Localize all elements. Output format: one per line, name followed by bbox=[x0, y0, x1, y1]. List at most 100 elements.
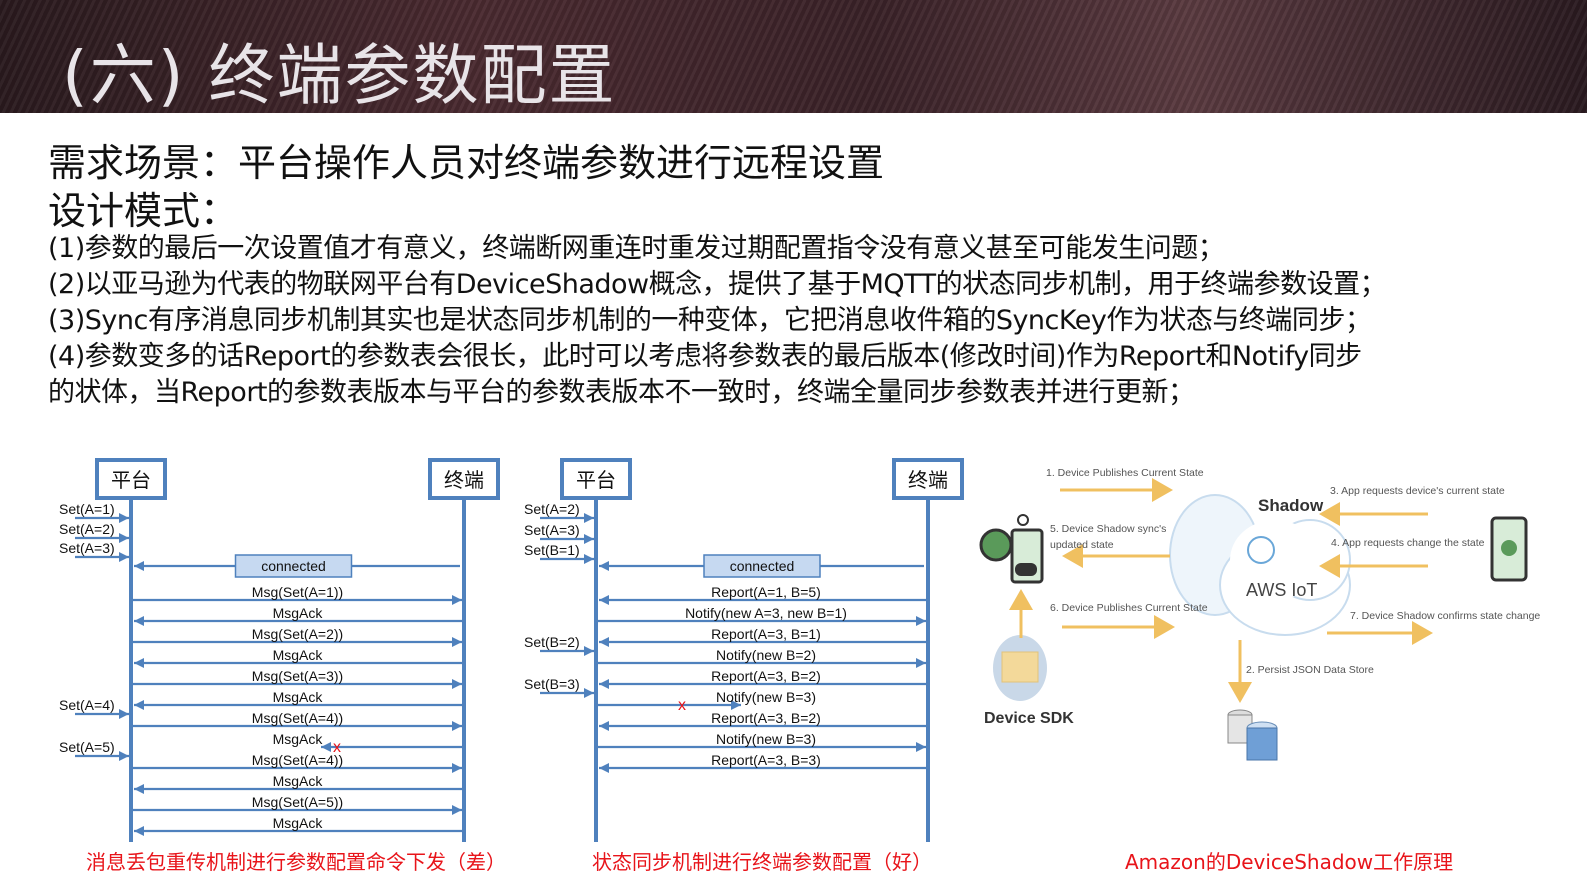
diagram2-message-arrow-head bbox=[916, 658, 926, 668]
diagram2-platform-box bbox=[560, 458, 632, 500]
diagram1-message-label: MsgAck bbox=[273, 689, 324, 705]
diagram1-connected-arrow-head bbox=[134, 561, 144, 571]
aws-step-2: 2. Persist JSON Data Store bbox=[1246, 664, 1374, 676]
diagram1-message-arrow-head bbox=[134, 826, 144, 836]
diagram2-message-label: Notify(new B=3) bbox=[716, 689, 816, 705]
heading-scenario: 需求场景：平台操作人员对终端参数进行远程设置 bbox=[48, 141, 885, 185]
diagram2-message-arrow-head bbox=[599, 679, 609, 689]
diagram1-platform-box bbox=[95, 458, 167, 500]
device-sdk-label: Device SDK bbox=[984, 710, 1074, 727]
device-icon bbox=[979, 514, 1044, 584]
diagram1-connected-label: connected bbox=[261, 558, 326, 574]
diagram2-set-arrow-head bbox=[584, 534, 594, 544]
diagram1-message-label: MsgAck bbox=[273, 815, 324, 831]
aws-step-5-cont: updated state bbox=[1050, 539, 1114, 551]
diagram1-message-arrow-head bbox=[452, 763, 462, 773]
aws-step-3: 3. App requests device's current state bbox=[1330, 485, 1505, 497]
diagram1-message-arrow-head bbox=[321, 742, 331, 752]
diagram1-set-label: Set(A=3) bbox=[59, 540, 115, 556]
diagram1-set-arrow-head bbox=[119, 552, 129, 562]
point-2: (2)以亚马逊为代表的物联网平台有DeviceShadow概念，提供了基于MQT… bbox=[48, 269, 1387, 300]
diagram2-set-label: Set(B=3) bbox=[524, 676, 580, 692]
diagram1-platform-label: 平台 bbox=[111, 468, 151, 492]
aws-caption: Amazon的DeviceShadow工作原理 bbox=[1125, 850, 1454, 874]
diagram1-set-label: Set(A=1) bbox=[59, 501, 115, 517]
diagram2-message-label: Report(A=1, B=5) bbox=[711, 584, 821, 600]
database-icon bbox=[1227, 709, 1278, 761]
diagram1-set-arrow-head bbox=[119, 533, 129, 543]
diagram2-lost-x-icon: x bbox=[678, 697, 686, 714]
diagram1-message-label: Msg(Set(A=4)) bbox=[252, 710, 343, 726]
diagram1-message-label: Msg(Set(A=5)) bbox=[252, 794, 343, 810]
shadow-label: Shadow bbox=[1258, 496, 1324, 515]
diagram1-set-arrow-head bbox=[119, 513, 129, 523]
diagram2-message-arrow-head bbox=[916, 742, 926, 752]
aws-step-5: 5. Device Shadow sync's bbox=[1050, 523, 1166, 535]
aws-step-7: 7. Device Shadow confirms state change bbox=[1350, 610, 1540, 622]
diagram2-set-label: Set(A=3) bbox=[524, 522, 580, 538]
aws-step-1: 1. Device Publishes Current State bbox=[1046, 467, 1204, 479]
diagram2-connected-arrow-head bbox=[599, 561, 609, 571]
point-3: (3)Sync有序消息同步机制其实也是状态同步机制的一种变体，它把消息收件箱的S… bbox=[48, 305, 1372, 336]
diagram2-message-label: Notify(new B=3) bbox=[716, 731, 816, 747]
diagram1-message-label: MsgAck bbox=[273, 605, 324, 621]
slide-title: (六) 终端参数配置 bbox=[62, 37, 617, 114]
diagram1-terminal-label: 终端 bbox=[444, 468, 484, 492]
diagram2-message-arrow-head bbox=[731, 700, 741, 710]
aws-step-6: 6. Device Publishes Current State bbox=[1050, 602, 1208, 614]
diagram1-set-arrow-head bbox=[119, 709, 129, 719]
diagram1-message-arrow-head bbox=[134, 700, 144, 710]
diagram2-terminal-box bbox=[892, 458, 964, 500]
diagram1-message-arrow-head bbox=[452, 595, 462, 605]
diagram2-message-label: Report(A=3, B=1) bbox=[711, 626, 821, 642]
diagram1-message-arrow-head bbox=[452, 721, 462, 731]
diagram1-set-label: Set(A=5) bbox=[59, 739, 115, 755]
diagram2-message-label: Report(A=3, B=2) bbox=[711, 668, 821, 684]
diagram1-message-arrow-head bbox=[134, 658, 144, 668]
diagram2-set-arrow-head bbox=[584, 646, 594, 656]
diagram1-message-label: Msg(Set(A=1)) bbox=[252, 584, 343, 600]
diagram1-message-label: Msg(Set(A=4)) bbox=[252, 752, 343, 768]
diagram1-message-arrow-head bbox=[452, 679, 462, 689]
diagram2-set-label: Set(B=1) bbox=[524, 542, 580, 558]
diagram1-set-label: Set(A=4) bbox=[59, 697, 115, 713]
diagram1-connected-box bbox=[234, 554, 353, 578]
diagram1-lost-x-icon: x bbox=[333, 739, 341, 756]
diagram2-message-label: Report(A=3, B=3) bbox=[711, 752, 821, 768]
diagram2-connected-label: connected bbox=[730, 558, 795, 574]
aws-iot-label: AWS IoT bbox=[1246, 580, 1317, 600]
diagram2-message-arrow-head bbox=[599, 763, 609, 773]
diagram1-terminal-box bbox=[428, 458, 500, 500]
diagram2-set-label: Set(A=2) bbox=[524, 501, 580, 517]
diagram1-message-label: Msg(Set(A=2)) bbox=[252, 626, 343, 642]
diagram2-set-arrow-head bbox=[584, 513, 594, 523]
diagram1-message-arrow-head bbox=[134, 616, 144, 626]
diagram2-connected-box bbox=[703, 554, 821, 578]
heading-design: 设计模式： bbox=[48, 189, 239, 233]
phone-icon bbox=[1490, 516, 1528, 582]
diagram1-message-arrow-head bbox=[134, 784, 144, 794]
point-4-cont: 的状体，当Report的参数表版本与平台的参数表版本不一致时，终端全量同步参数表… bbox=[48, 377, 1195, 408]
diagram2-message-arrow-head bbox=[599, 721, 609, 731]
diagram2-platform-label: 平台 bbox=[576, 468, 616, 492]
diagram2-message-label: Notify(new B=2) bbox=[716, 647, 816, 663]
diagram2-message-arrow-head bbox=[916, 616, 926, 626]
diagram1-message-label: MsgAck bbox=[273, 731, 324, 747]
diagram1-message-label: Msg(Set(A=3)) bbox=[252, 668, 343, 684]
diagram1-message-arrow-head bbox=[452, 637, 462, 647]
aws-step-4: 4. App requests change the state bbox=[1331, 537, 1485, 549]
aws-iot-brain-icon bbox=[1247, 536, 1275, 564]
diagram1-message-label: MsgAck bbox=[273, 773, 324, 789]
diagram2-terminal-label: 终端 bbox=[908, 468, 948, 492]
diagram2-message-arrow-head bbox=[599, 595, 609, 605]
sdk-box-icon bbox=[993, 635, 1047, 701]
diagram2-message-arrow-head bbox=[599, 637, 609, 647]
diagram2-set-arrow-head bbox=[584, 688, 594, 698]
diagram2-message-label: Notify(new A=3, new B=1) bbox=[685, 605, 847, 621]
point-4: (4)参数变多的话Report的参数表会很长，此时可以考虑将参数表的最后版本(修… bbox=[48, 341, 1362, 372]
diagram2-set-arrow-head bbox=[584, 554, 594, 564]
diagram2-caption: 状态同步机制进行终端参数配置（好） bbox=[592, 850, 932, 874]
diagram1-set-label: Set(A=2) bbox=[59, 521, 115, 537]
diagram2-set-label: Set(B=2) bbox=[524, 634, 580, 650]
